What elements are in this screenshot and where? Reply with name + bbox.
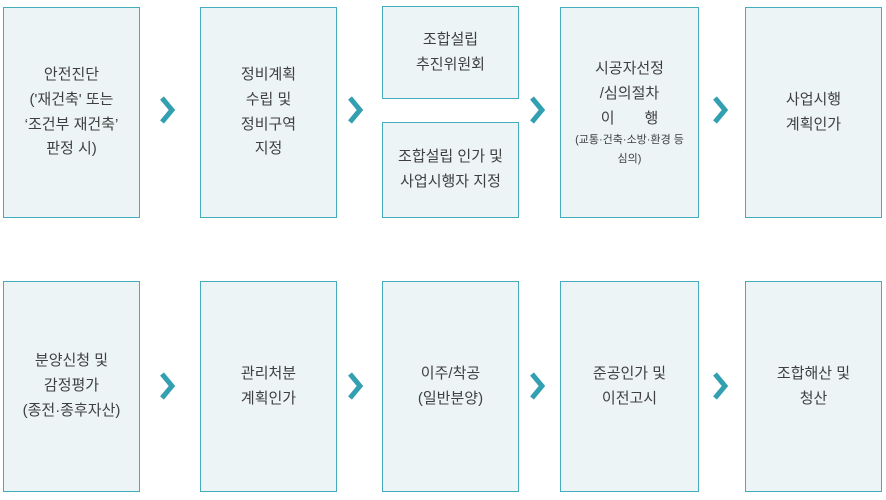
step-label: 시공자선정 /심의절차 이 행 <box>594 60 664 127</box>
step-constructor-selection: 시공자선정 /심의절차 이 행 (교통·건축·소방·환경 등 심의) <box>560 7 699 218</box>
step-safety-diagnosis: 안전진단 ('재건축' 또는 ‘조건부 재건축’ 판정 시) <box>3 7 140 218</box>
step-label: 관리처분 계획인가 <box>240 364 297 407</box>
step-project-implementation-approval: 사업시행 계획인가 <box>745 7 882 218</box>
step-completion-approval: 준공인가 및 이전고시 <box>560 281 699 492</box>
step-relocation-construction: 이주/착공 (일반분양) <box>382 281 519 492</box>
step-sublabel: (교통·건축·소방·환경 등 심의) <box>575 134 684 165</box>
step-union-committee: 조합설립 추진위원회 <box>382 6 519 99</box>
step-label: 이주/착공 (일반분양) <box>417 364 484 407</box>
flow-arrow-icon <box>712 371 728 401</box>
step-maintenance-plan: 정비계획 수립 및 정비구역 지정 <box>200 7 337 218</box>
flow-arrow-icon <box>159 95 175 125</box>
step-label: 준공인가 및 이전고시 <box>592 364 667 407</box>
flow-arrow-icon <box>529 371 545 401</box>
flow-arrow-icon <box>712 95 728 125</box>
step-label: 조합해산 및 청산 <box>776 364 851 407</box>
step-label: 안전진단 ('재건축' 또는 ‘조건부 재건축’ 판정 시) <box>24 66 119 158</box>
step-label: 조합설립 추진위원회 <box>415 30 485 73</box>
step-label: 조합설립 인가 및 사업시행자 지정 <box>398 148 503 190</box>
flow-arrow-icon <box>529 95 545 125</box>
step-union-establishment-approval: 조합설립 인가 및 사업시행자 지정 <box>382 122 519 218</box>
step-sale-application-appraisal: 분양신청 및 감정평가 (종전·종후자산) <box>3 281 140 492</box>
step-management-disposal-plan: 관리처분 계획인가 <box>200 281 337 492</box>
flow-arrow-icon <box>159 371 175 401</box>
step-union-dissolution: 조합해산 및 청산 <box>745 281 882 492</box>
flow-arrow-icon <box>347 95 363 125</box>
step-label: 정비계획 수립 및 정비구역 지정 <box>240 66 297 158</box>
step-label: 분양신청 및 감정평가 (종전·종후자산) <box>22 352 121 419</box>
flow-arrow-icon <box>347 371 363 401</box>
step-label: 사업시행 계획인가 <box>785 90 842 133</box>
